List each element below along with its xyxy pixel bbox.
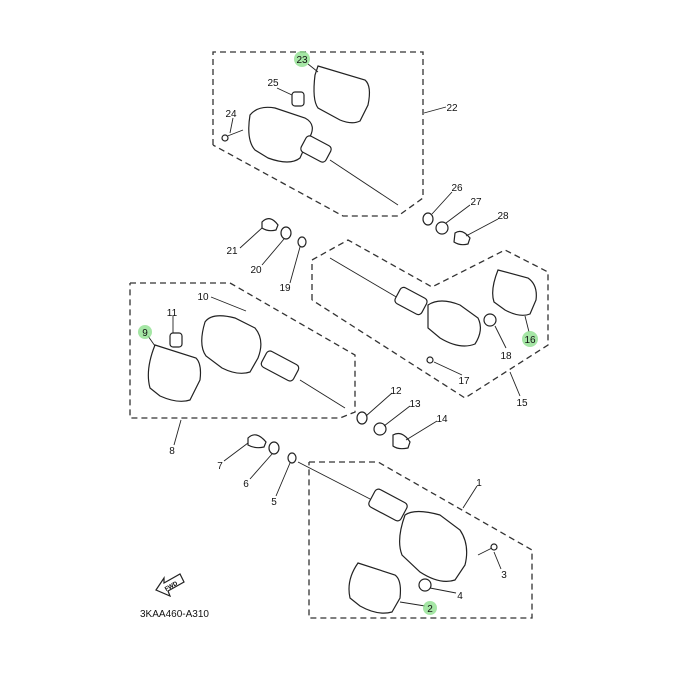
label-2[interactable]: 2: [427, 604, 433, 615]
washer-5: [287, 452, 297, 464]
highlight-16: [522, 331, 538, 347]
label-6[interactable]: 6: [243, 479, 249, 490]
highlight-9: [138, 325, 152, 339]
label-10[interactable]: 10: [197, 292, 209, 303]
label-19[interactable]: 19: [279, 283, 291, 294]
highlight-2: [423, 601, 437, 615]
turn-signal-22: [221, 65, 399, 206]
washer-19: [297, 236, 307, 248]
assembly-box-22: [212, 51, 424, 217]
label-18[interactable]: 18: [500, 351, 512, 362]
label-5[interactable]: 5: [271, 497, 277, 508]
label-25[interactable]: 25: [267, 78, 279, 89]
label-23[interactable]: 23: [296, 55, 308, 66]
label-7[interactable]: 7: [217, 461, 223, 472]
turn-signal-15: [329, 257, 537, 364]
label-27[interactable]: 27: [470, 197, 482, 208]
label-17[interactable]: 17: [458, 376, 470, 387]
cap-21: [261, 218, 279, 232]
label-24[interactable]: 24: [225, 109, 237, 120]
label-20[interactable]: 20: [250, 265, 262, 276]
label-21[interactable]: 21: [226, 246, 238, 257]
leader-lines: [147, 63, 530, 607]
label-1[interactable]: 1: [476, 478, 482, 489]
label-8[interactable]: 8: [169, 446, 175, 457]
cap-7: [247, 434, 267, 449]
nut-6: [268, 441, 280, 455]
assembly-box-8: [129, 282, 356, 419]
label-11[interactable]: 11: [167, 308, 178, 319]
assembly-box-1: [308, 461, 533, 619]
cap-14: [392, 432, 411, 450]
nut-13: [373, 422, 387, 436]
label-4[interactable]: 4: [457, 591, 463, 602]
nut-27: [435, 221, 449, 235]
diagram-code: 3KAA460-A310: [140, 609, 209, 620]
assembly-box-15: [311, 239, 549, 399]
washer-26: [422, 212, 434, 226]
label-14[interactable]: 14: [436, 414, 448, 425]
label-13[interactable]: 13: [409, 399, 421, 410]
label-22[interactable]: 22: [446, 103, 458, 114]
label-28[interactable]: 28: [497, 211, 509, 222]
label-9[interactable]: 9: [142, 328, 148, 339]
part-labels: 1 2 3 4 5 6 7 8 9 10 11 12 13 14 15 16 1…: [142, 55, 536, 615]
turn-signal-1: [297, 461, 498, 614]
nut-20: [280, 226, 292, 240]
label-15[interactable]: 15: [516, 398, 528, 409]
turn-signal-8: [147, 315, 346, 409]
label-3[interactable]: 3: [501, 570, 507, 581]
label-26[interactable]: 26: [451, 183, 463, 194]
highlight-23: [294, 51, 310, 67]
label-12[interactable]: 12: [390, 386, 402, 397]
washer-12: [356, 411, 368, 425]
cap-28: [453, 230, 471, 246]
label-16[interactable]: 16: [524, 335, 536, 346]
forward-arrow-icon: FWD: [155, 573, 185, 598]
